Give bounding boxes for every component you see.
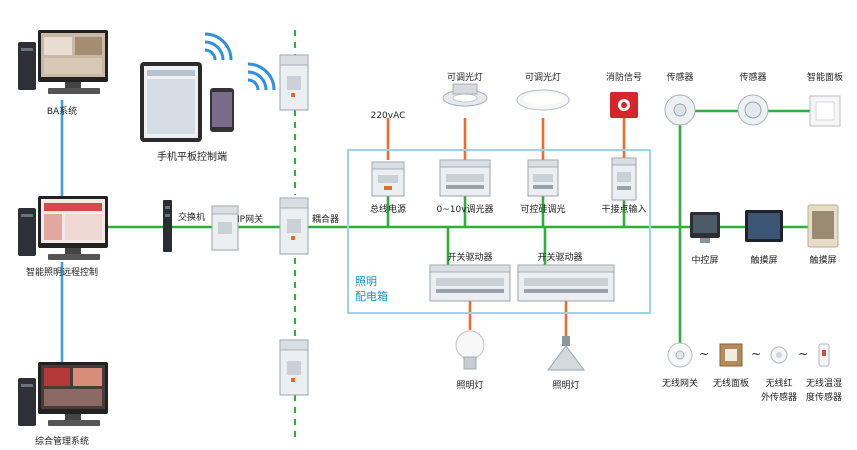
switch-label: 交换机 bbox=[178, 211, 205, 223]
wireless-gateway-icon bbox=[667, 342, 693, 368]
din-rail-module-icon bbox=[527, 159, 559, 197]
ceiling-sensor-icon bbox=[664, 94, 696, 126]
high-bay-lamp-icon bbox=[547, 336, 585, 371]
sensor-1-label: 传感器 bbox=[666, 71, 693, 83]
din-rail-module-icon bbox=[279, 197, 309, 255]
thyristor-dimmer-label: 可控硅调光 bbox=[520, 203, 565, 215]
dimmable-light-1-label: 可调光灯 bbox=[447, 71, 483, 83]
coupler-label: 耦合器 bbox=[312, 213, 339, 225]
separator-tilde: ~ bbox=[699, 347, 709, 361]
ir-sensor-label-line1: 无线红 bbox=[765, 377, 792, 389]
ceiling-sensor-icon bbox=[737, 94, 769, 126]
switch-actuator-2-label: 开关驱动器 bbox=[537, 251, 582, 263]
tablet-control-label: 手机平板控制端 bbox=[157, 150, 227, 163]
wireless-panel-label: 无线面板 bbox=[713, 377, 749, 389]
computer-icon bbox=[18, 196, 108, 260]
dimmable-light-2-label: 可调光灯 bbox=[525, 71, 561, 83]
tablet-icon bbox=[140, 62, 202, 142]
wifi-signal-icon bbox=[247, 62, 276, 91]
phone-icon bbox=[210, 88, 234, 132]
fire-alarm-icon bbox=[610, 92, 638, 118]
touch-screen-1-label: 触摸屏 bbox=[750, 254, 777, 266]
din-rail-module-icon bbox=[439, 159, 491, 197]
din-rail-module-icon bbox=[279, 339, 309, 396]
temp-sensor-label-line2: 度传感器 bbox=[806, 391, 842, 403]
touch-screen-icon bbox=[745, 210, 783, 242]
panel-light-icon bbox=[516, 89, 570, 111]
ip-gateway-label: IP网关 bbox=[237, 213, 263, 225]
din-rail-module-icon bbox=[211, 205, 239, 251]
touch-screen-2-label: 触摸屏 bbox=[809, 254, 836, 266]
ir-sensor-icon bbox=[770, 346, 788, 364]
separator-tilde: ~ bbox=[751, 347, 761, 361]
din-rail-module-icon bbox=[611, 157, 637, 201]
computer-icon bbox=[18, 362, 108, 426]
voltage-label: 220vAC bbox=[371, 111, 406, 121]
din-rail-module-icon bbox=[517, 264, 615, 302]
computer-icon bbox=[18, 30, 108, 94]
smart-panel-label: 智能面板 bbox=[807, 71, 843, 83]
wireless-panel-icon bbox=[719, 343, 743, 367]
central-screen-icon bbox=[690, 212, 720, 243]
integrated-system-label: 综合管理系统 bbox=[35, 435, 89, 447]
fire-signal-label: 消防信号 bbox=[606, 71, 642, 83]
separator-tilde: ~ bbox=[798, 347, 808, 361]
temp-sensor-label-line1: 无线温湿 bbox=[806, 377, 842, 389]
temp-humidity-sensor-icon bbox=[818, 343, 830, 367]
touch-screen-icon bbox=[807, 204, 839, 248]
sensor-2-label: 传感器 bbox=[739, 71, 766, 83]
smart-panel-icon bbox=[809, 95, 841, 127]
dimmer-0-10v-label: 0~10v调光器 bbox=[436, 203, 493, 215]
central-screen-label: 中控屏 bbox=[691, 254, 718, 266]
ir-sensor-label-line2: 外传感器 bbox=[761, 391, 797, 403]
ceiling-light-icon bbox=[442, 83, 488, 107]
dry-contact-label: 干接点输入 bbox=[601, 203, 646, 215]
wifi-signal-icon bbox=[204, 32, 233, 61]
network-switch-icon bbox=[163, 200, 172, 252]
din-rail-module-icon bbox=[279, 54, 309, 111]
ba-system-label: BA系统 bbox=[47, 105, 77, 117]
box-label-line2: 配电箱 bbox=[355, 289, 388, 303]
lighting-distribution-box bbox=[347, 149, 651, 314]
smart-remote-label: 智能照明远程控制 bbox=[26, 266, 98, 278]
lamp-2-label: 照明灯 bbox=[552, 380, 579, 391]
bus-power-label: 总线电源 bbox=[370, 203, 406, 215]
lamp-1-label: 照明灯 bbox=[456, 380, 483, 391]
din-rail-module-icon bbox=[429, 264, 511, 302]
switch-actuator-1-label: 开关驱动器 bbox=[447, 251, 492, 263]
din-rail-module-icon bbox=[371, 161, 405, 197]
box-label-line1: 照明 bbox=[355, 275, 377, 288]
wireless-gateway-label: 无线网关 bbox=[662, 377, 698, 389]
light-bulb-icon bbox=[455, 330, 485, 370]
